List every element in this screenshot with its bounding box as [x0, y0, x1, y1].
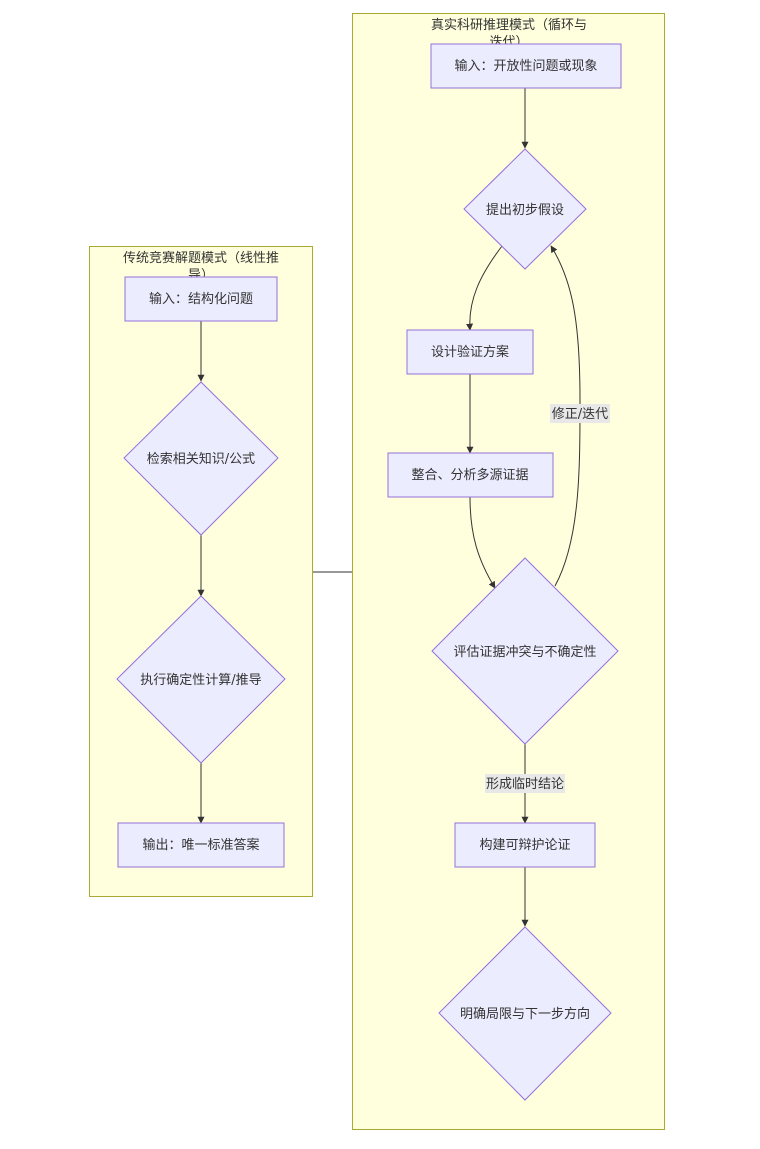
- node-l3: 执行确定性计算/推导: [116, 595, 286, 764]
- edge-r4-r5: [469, 496, 496, 589]
- node-r2: 提出初步假设: [463, 148, 587, 270]
- node-r3-label: 设计验证方案: [431, 344, 509, 360]
- node-l2-label: 检索相关知识/公式: [147, 451, 255, 467]
- node-r7: 明确局限与下一步方向: [438, 926, 612, 1101]
- edge-label-conclude-text: 形成临时结论: [486, 777, 564, 792]
- node-l1: 输入：结构化问题: [124, 276, 278, 322]
- node-r2-label: 提出初步假设: [486, 202, 564, 218]
- node-r6: 构建可辩护论证: [454, 822, 596, 868]
- loop-edges: [466, 88, 581, 927]
- node-r1-label: 输入：开放性问题或现象: [454, 58, 597, 74]
- node-r7-label: 明确局限与下一步方向: [460, 1006, 590, 1022]
- edge-label-conclude: 形成临时结论: [485, 774, 565, 793]
- node-l1-label: 输入：结构化问题: [149, 291, 253, 307]
- node-r5-label: 评估证据冲突与不确定性: [453, 644, 596, 660]
- node-r4: 整合、分析多源证据: [387, 452, 554, 498]
- node-r5: 评估证据冲突与不确定性: [431, 557, 619, 745]
- edge-r5-r2-revise: [550, 245, 581, 587]
- node-r1: 输入：开放性问题或现象: [430, 43, 622, 89]
- cluster-loop-title-line1: 真实科研推理模式（循环与: [431, 18, 587, 33]
- node-r3: 设计验证方案: [406, 329, 534, 375]
- node-l2: 检索相关知识/公式: [123, 381, 279, 536]
- node-l3-label: 执行确定性计算/推导: [140, 673, 261, 688]
- node-r4-label: 整合、分析多源证据: [411, 467, 528, 483]
- node-l4-label: 输出：唯一标准答案: [142, 837, 259, 853]
- edge-label-revise-text: 修正/迭代: [552, 407, 608, 422]
- node-r6-label: 构建可辩护论证: [479, 838, 570, 853]
- edge-label-revise: 修正/迭代: [550, 404, 610, 423]
- node-l4: 输出：唯一标准答案: [117, 822, 285, 868]
- cluster-linear-title-line1: 传统竞赛解题模式（线性推: [123, 250, 279, 266]
- edge-r2-r3: [466, 245, 503, 331]
